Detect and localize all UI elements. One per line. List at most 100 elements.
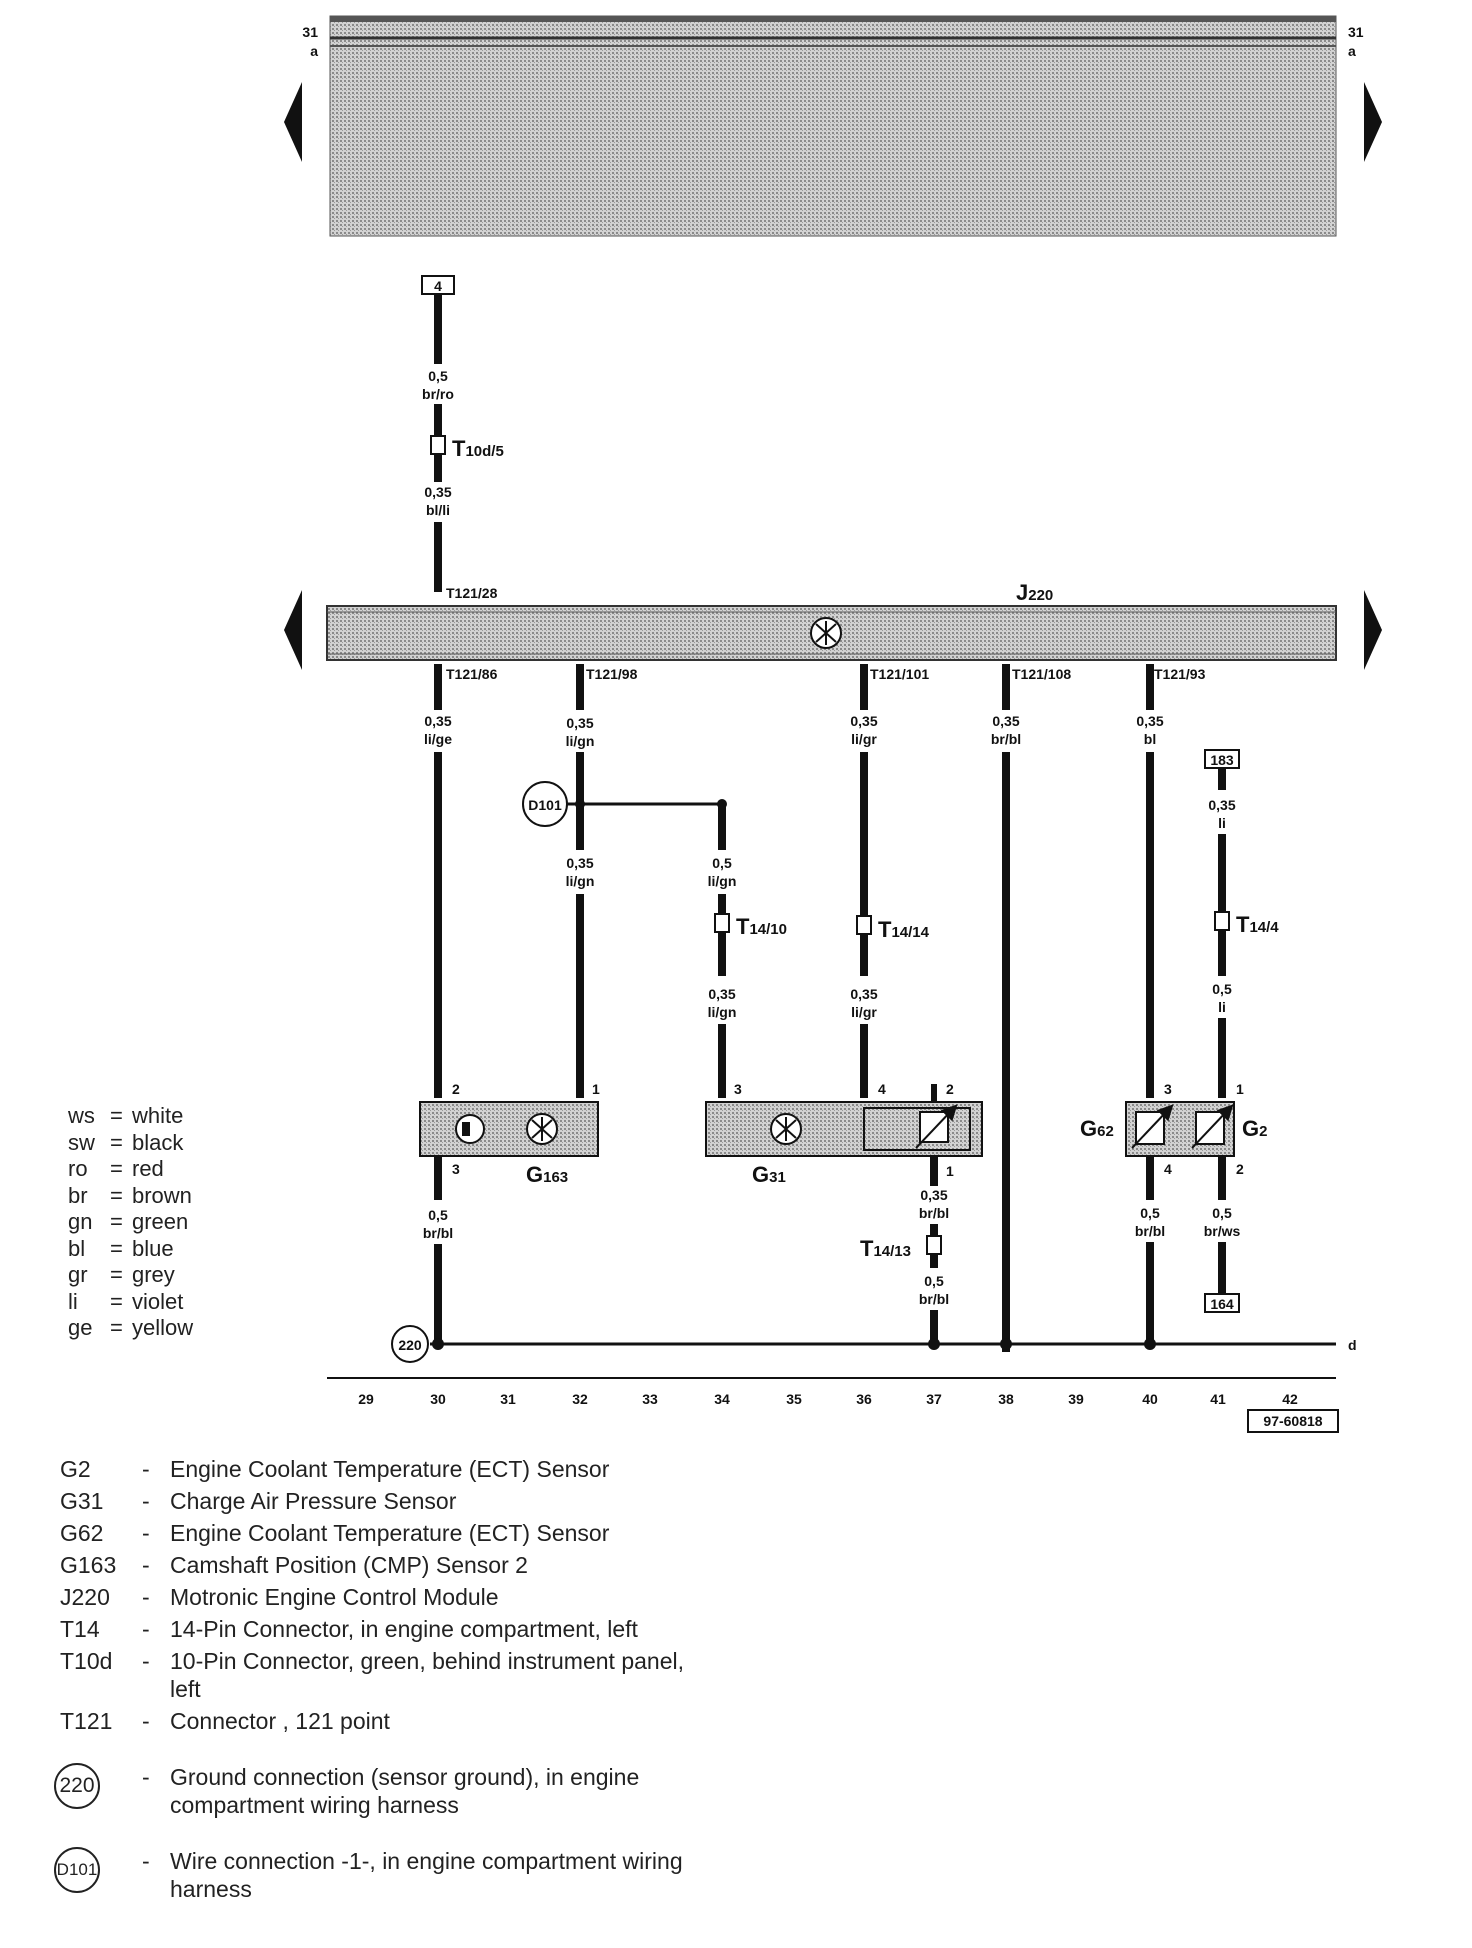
connector-t10d-icon	[430, 435, 446, 455]
svg-text:3: 3	[1164, 1081, 1172, 1097]
svg-text:0,5: 0,5	[1212, 1205, 1232, 1221]
wire-col-38: 0,35 br/bl	[991, 664, 1021, 1352]
color-legend-row: gn=green	[68, 1209, 189, 1234]
svg-text:li/gn: li/gn	[708, 873, 737, 889]
legend-row: T121-Connector , 121 point	[60, 1708, 390, 1734]
connector-t14-10-label: T14/10	[736, 914, 787, 939]
ground-symbol-icon: 220	[54, 1763, 100, 1809]
legend-row: G31-Charge Air Pressure Sensor	[60, 1488, 457, 1514]
svg-text:38: 38	[998, 1391, 1014, 1407]
svg-text:br/bl: br/bl	[1135, 1223, 1165, 1239]
svg-text:li/gr: li/gr	[851, 731, 877, 747]
svg-text:41: 41	[1210, 1391, 1226, 1407]
splice-d101-label: D101	[528, 797, 562, 813]
svg-text:30: 30	[430, 1391, 446, 1407]
legend-row-splice: D101 - Wire connection -1-, in engine co…	[54, 1847, 700, 1903]
ground-220-label: 220	[398, 1337, 422, 1353]
svg-text:34: 34	[714, 1391, 730, 1407]
page-ref-left-sub: a	[310, 43, 318, 59]
component-legend: G2-Engine Coolant Temperature (ECT) Sens…	[54, 1455, 700, 1907]
svg-text:0,35: 0,35	[424, 713, 451, 729]
svg-text:T121/98: T121/98	[586, 666, 638, 682]
svg-text:32: 32	[572, 1391, 588, 1407]
grid-scale: 29 30 31 32 33 34 35 36 37 38 39 40 41 4…	[327, 1377, 1339, 1433]
color-legend-row: ro=red	[68, 1156, 164, 1181]
svg-text:0,35: 0,35	[1136, 713, 1163, 729]
connector-t14-10-icon	[714, 913, 730, 933]
legend-row: J220-Motronic Engine Control Module	[60, 1584, 499, 1610]
svg-text:br/bl: br/bl	[919, 1291, 949, 1307]
arrow-right-icon-2	[1364, 590, 1382, 670]
wire-col-40: 0,35 bl	[1136, 664, 1164, 1098]
svg-text:3: 3	[452, 1161, 460, 1177]
connector-t14-4-icon	[1214, 911, 1230, 931]
svg-text:0,35: 0,35	[566, 855, 593, 871]
legend-row-ground: 220 - Ground connection (sensor ground),…	[54, 1763, 700, 1819]
color-legend-row: ge=yellow	[68, 1315, 194, 1340]
wiring-diagram: 31 a 31 a 4 0,5 br/ro T10d/5 0,35 bl/li …	[284, 15, 1382, 1433]
svg-text:li/gn: li/gn	[566, 873, 595, 889]
svg-text:0,5: 0,5	[1140, 1205, 1160, 1221]
svg-text:0,35: 0,35	[992, 713, 1019, 729]
svg-text:0,5: 0,5	[428, 1207, 448, 1223]
connector-t14-13-icon	[926, 1235, 942, 1255]
terminal-box-164: 164	[1210, 1296, 1234, 1312]
arrow-right-icon	[1364, 82, 1382, 162]
svg-text:39: 39	[1068, 1391, 1084, 1407]
arrow-left-icon	[284, 82, 302, 162]
svg-text:T121/108: T121/108	[1012, 666, 1071, 682]
ecm-j220: J220	[284, 580, 1382, 670]
svg-text:4: 4	[878, 1081, 886, 1097]
svg-text:0,35: 0,35	[424, 484, 451, 500]
sensor-g62-g2: 3 1 G62 G2 4 2 0,5 br/bl 0,5 br/ws 164	[1080, 1081, 1267, 1344]
svg-text:0,5: 0,5	[712, 855, 732, 871]
svg-text:1: 1	[946, 1163, 954, 1179]
ecm-label: J220	[1016, 580, 1053, 605]
page-ref-left: 31	[302, 24, 318, 40]
top-wire: 4 0,5 br/ro T10d/5 0,35 bl/li T121/28	[421, 275, 504, 601]
svg-text:T121/86: T121/86	[446, 666, 498, 682]
terminal-box-4: 4	[434, 278, 442, 294]
terminal-box-183: 183	[1210, 752, 1234, 768]
color-legend: ws=white sw=black ro=red br=brown gn=gre…	[68, 1103, 193, 1342]
sensor-g163: 2 1 3 G163 0,5 br/bl	[419, 1081, 600, 1344]
svg-text:2: 2	[1236, 1161, 1244, 1177]
svg-text:0,35: 0,35	[850, 713, 877, 729]
legend-row: T14-14-Pin Connector, in engine compartm…	[60, 1616, 638, 1642]
svg-text:li: li	[1218, 999, 1226, 1015]
svg-text:br/bl: br/bl	[991, 731, 1021, 747]
drawing-id: 97-60818	[1263, 1413, 1322, 1429]
color-legend-row: li=violet	[68, 1288, 184, 1314]
thermistor-icon	[919, 1111, 949, 1143]
ecm-pin-top: T121/28	[446, 585, 498, 601]
ground-bus: 220 d	[391, 1325, 1357, 1363]
svg-text:37: 37	[926, 1391, 942, 1407]
color-legend-row: ws=white	[68, 1103, 184, 1128]
color-legend-row: sw=black	[68, 1129, 184, 1155]
svg-text:33: 33	[642, 1391, 658, 1407]
svg-text:0,35: 0,35	[920, 1187, 947, 1203]
wire-col-41: 183 0,35 li T14/4 0,5 li	[1204, 749, 1279, 1098]
svg-text:36: 36	[856, 1391, 872, 1407]
svg-text:40: 40	[1142, 1391, 1158, 1407]
svg-text:0,5: 0,5	[428, 368, 448, 384]
svg-text:br/bl: br/bl	[919, 1205, 949, 1221]
svg-text:0,35: 0,35	[850, 986, 877, 1002]
svg-text:li/gn: li/gn	[566, 733, 595, 749]
svg-text:0,35: 0,35	[1208, 797, 1235, 813]
connector-t14-13-label: T14/13	[860, 1236, 911, 1261]
wire-col-34: 0,5 li/gn T14/10 0,35 li/gn	[708, 804, 787, 1098]
page-ref-right: 31	[1348, 24, 1364, 40]
sensor-g31: 3 4 2 1 G31 0,35 br/bl T14/13 0,5 br/bl	[705, 1081, 983, 1344]
svg-text:3: 3	[734, 1081, 742, 1097]
svg-text:T121/101: T121/101	[870, 666, 929, 682]
svg-text:br/ro: br/ro	[422, 386, 454, 402]
color-legend-row: gr=grey	[68, 1262, 175, 1287]
svg-text:li/gn: li/gn	[708, 1004, 737, 1020]
ground-220-icon	[391, 1325, 429, 1363]
legend-row: G163-Camshaft Position (CMP) Sensor 2	[60, 1552, 528, 1578]
connector-t14-4-label: T14/4	[1236, 912, 1279, 937]
svg-text:4: 4	[1164, 1161, 1172, 1177]
header-band: 31 a 31 a	[284, 15, 1382, 237]
svg-text:li/gr: li/gr	[851, 1004, 877, 1020]
